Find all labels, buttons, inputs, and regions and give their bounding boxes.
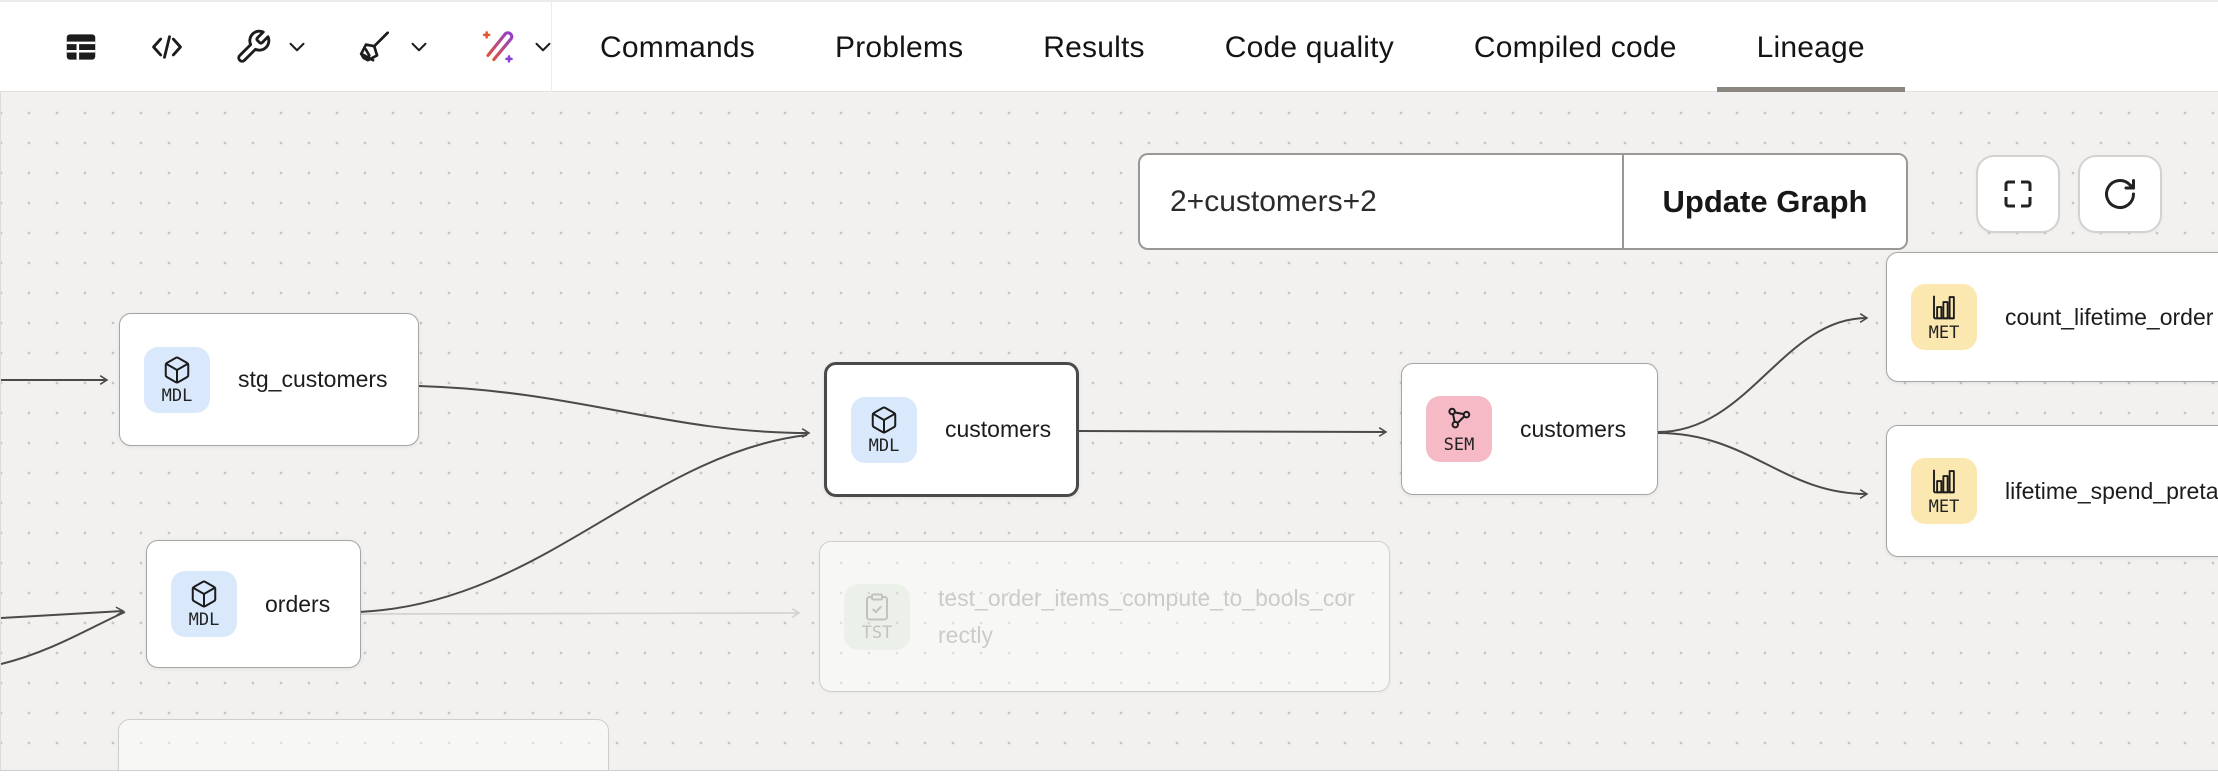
- tab-bar: Commands Problems Results Code quality C…: [560, 2, 1906, 94]
- graph-filter-input[interactable]: [1140, 155, 1622, 248]
- toolbar-icon-group: [0, 2, 556, 91]
- edge-sem-to-lifetime-spend: [1657, 432, 1869, 499]
- edge-customers-to-sem-customers: [1078, 427, 1388, 437]
- fullscreen-button[interactable]: [1976, 155, 2060, 233]
- maximize-icon: [2004, 180, 2032, 208]
- update-graph-button[interactable]: Update Graph: [1622, 155, 1906, 248]
- node-label: lifetime_spend_preta: [2005, 477, 2218, 504]
- semantic-badge: SEM: [1426, 396, 1492, 462]
- metric-badge: MET: [1911, 458, 1977, 524]
- metric-badge: MET: [1911, 284, 1977, 350]
- edge-stg-customers-to-customers: [418, 385, 811, 438]
- lineage-canvas[interactable]: MDL stg_customers MDL orders MDL custome…: [0, 92, 2218, 770]
- node-label: count_lifetime_order: [2005, 303, 2214, 330]
- wrench-icon[interactable]: [234, 28, 272, 66]
- broom-icon[interactable]: [356, 28, 394, 66]
- node-label: test_order_items_compute_to_bools_correc…: [938, 584, 1355, 648]
- model-badge: MDL: [144, 346, 210, 413]
- graph-filter-control: Update Graph: [1138, 153, 1908, 250]
- code-icon[interactable]: [146, 28, 188, 66]
- node-count-lifetime-order[interactable]: MET count_lifetime_order: [1886, 252, 2218, 382]
- tab-problems[interactable]: Problems: [834, 31, 964, 64]
- edge-sem-to-count-lifetime: [1657, 313, 1869, 433]
- node-label: stg_customers: [238, 366, 388, 393]
- table-icon[interactable]: [62, 28, 100, 66]
- model-badge: MDL: [171, 571, 237, 637]
- tab-commands[interactable]: Commands: [600, 31, 755, 64]
- edge-orders-to-customers: [358, 434, 808, 613]
- tab-code-quality[interactable]: Code quality: [1224, 31, 1394, 64]
- node-label: customers: [1520, 415, 1627, 442]
- cube-icon: [191, 580, 217, 608]
- model-badge: MDL: [851, 396, 917, 463]
- tab-compiled-code[interactable]: Compiled code: [1473, 31, 1677, 64]
- chevron-down-icon[interactable]: [530, 34, 556, 60]
- toolbar: Commands Problems Results Code quality C…: [0, 0, 2218, 94]
- refresh-button[interactable]: [2078, 155, 2162, 233]
- node-stg-customers[interactable]: MDL stg_customers: [119, 313, 419, 446]
- node-test-order-items[interactable]: TST test_order_items_compute_to_bools_co…: [819, 541, 1390, 692]
- chevron-down-icon[interactable]: [284, 34, 310, 60]
- node-label: orders: [265, 590, 331, 617]
- bar-chart-icon: [1933, 469, 1955, 494]
- refresh-icon: [2105, 179, 2135, 210]
- edge-orders-to-test-faded: [358, 608, 801, 618]
- tab-lineage[interactable]: Lineage: [1716, 2, 1906, 94]
- node-label: customers: [945, 416, 1052, 443]
- tab-results[interactable]: Results: [1043, 31, 1145, 64]
- network-icon: [1448, 407, 1471, 429]
- bottom-panel-edge: [0, 770, 2218, 780]
- clipboard-check-icon: [866, 593, 888, 620]
- bar-chart-icon: [1933, 295, 1955, 320]
- chevron-down-icon[interactable]: [406, 34, 432, 60]
- node-customers-semantic[interactable]: SEM customers: [1401, 363, 1658, 495]
- magic-pencil-icon[interactable]: [478, 27, 518, 67]
- node-lifetime-spend[interactable]: MET lifetime_spend_preta: [1886, 425, 2218, 557]
- test-badge: TST: [844, 583, 910, 650]
- edge-into-orders-lower: [1, 611, 126, 665]
- node-orders[interactable]: MDL orders: [146, 540, 361, 668]
- toolbar-divider: [551, 2, 552, 94]
- cube-icon: [164, 356, 190, 383]
- cube-icon: [871, 406, 897, 433]
- node-bottom-clipped[interactable]: TST: [118, 719, 609, 770]
- edge-into-orders-upper: [1, 606, 125, 619]
- node-customers-model[interactable]: MDL customers: [824, 362, 1079, 497]
